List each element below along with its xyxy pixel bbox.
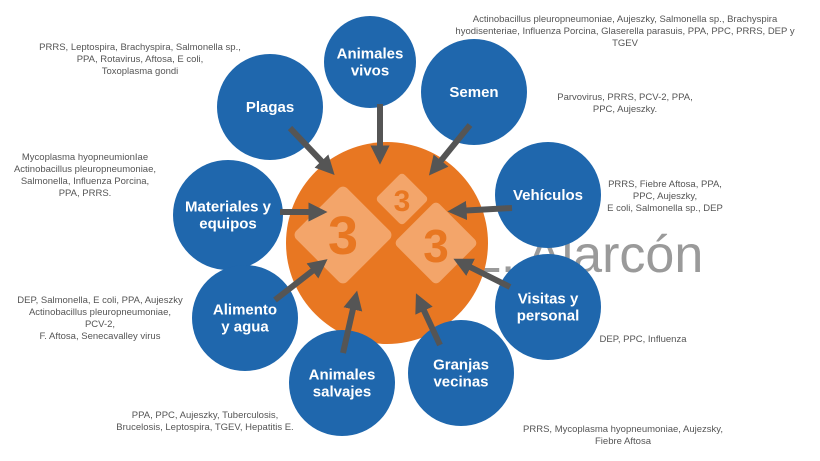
arrow-icon [287, 125, 335, 175]
pathogen-note: DEP, PPC, Influenza [600, 334, 688, 345]
source-label: Visitas y [518, 291, 579, 308]
source-label: y agua [221, 319, 269, 336]
pathogen-note: Brucelosis, Leptospira, TGEV, Hepatitis … [116, 422, 293, 433]
pathogen-note: PRRS, Mycoplasma hyopneumoniae, Aujezsky… [523, 424, 723, 435]
source-label: Animales [309, 367, 376, 384]
pathogen-note: Salmonella, Influenza Porcina, [21, 176, 149, 187]
source-label: Animales [337, 46, 404, 63]
pathogen-note: F. Aftosa, Senecavalley virus [40, 331, 161, 342]
source-circle [408, 320, 514, 426]
source-label: vecinas [433, 374, 488, 391]
pathogen-note: PPA, PPC, Aujeszky, Tuberculosis, [132, 410, 278, 421]
source-circle [421, 39, 527, 145]
arrow-icon [447, 200, 513, 221]
pathogen-note: TGEV [612, 38, 639, 49]
pathogen-note: PRRS, Fiebre Aftosa, PPA, [608, 179, 722, 190]
source-label: Vehículos [513, 187, 583, 204]
pathogen-note: Actinobacillus pleuropneumoniae, [29, 307, 171, 318]
pathogen-note: hyodisenteriae, Influenza Porcina, Glase… [455, 26, 794, 37]
pathogen-note: E coli, Salmonella sp., DEP [607, 203, 723, 214]
source-circle [289, 330, 395, 436]
source-node-semen: Semen Parvovirus, PRRS, PCV-2, PPA,PPC, A… [421, 39, 693, 176]
source-label: Semen [449, 84, 498, 101]
diamond-badge-small-top: 3 [376, 173, 428, 225]
badge-number: 3 [394, 185, 411, 218]
source-label: Alimento [213, 302, 277, 319]
pathogen-note: Mycoplasma hyopneumionIae [22, 152, 148, 163]
source-circle [192, 265, 298, 371]
arrow-icon [428, 123, 473, 176]
pathogen-note: PPA, Rotavirus, Aftosa, E coli, [77, 54, 204, 65]
source-node-vehiculos: Vehículos PRRS, Fiebre Aftosa, PPA,PPC, A… [447, 142, 723, 248]
source-circle [173, 160, 283, 270]
badge-number: 3 [328, 206, 358, 266]
pathogen-note: PPC, Aujeszky, [633, 191, 697, 202]
pathogen-note: PPC, Aujeszky. [593, 104, 657, 115]
arrow-icon [273, 259, 328, 303]
source-label: personal [517, 308, 580, 325]
source-label: salvajes [313, 384, 371, 401]
pathogen-note: Actinobacillus pleuropneumoniae, [14, 164, 156, 175]
pathogen-note: Parvovirus, PRRS, PCV-2, PPA, [557, 92, 693, 103]
pathogen-note: PRRS, Leptospira, Brachyspira, Salmonell… [39, 42, 241, 53]
source-label: vivos [351, 63, 389, 80]
source-circle [495, 254, 601, 360]
pathogen-note: PPA, PRRS. [59, 188, 112, 199]
source-circle [495, 142, 601, 248]
source-label: equipos [199, 216, 257, 233]
source-label: Plagas [246, 99, 294, 116]
source-label: Granjas [433, 357, 489, 374]
arrow-icon [453, 258, 512, 290]
pathogen-note: Toxoplasma gondi [102, 66, 179, 77]
source-node-plagas: Plagas PRRS, Leptospira, Brachyspira, Sal… [39, 42, 335, 175]
source-circle [324, 16, 416, 108]
center-hub: 3 3 3 [286, 142, 488, 344]
pathogen-note: PCV-2, [85, 319, 115, 330]
pathogen-note: Fiebre Aftosa [595, 436, 652, 447]
source-label: Materiales y [185, 199, 272, 216]
pathogen-note: Actinobacillus pleuropneumoniae, Aujeszk… [473, 14, 778, 25]
arrow-icon [340, 290, 363, 354]
pathogen-note: DEP, Salmonella, E coli, PPA, Aujeszky [17, 295, 183, 306]
arrow-icon [415, 293, 443, 347]
badge-number: 3 [423, 220, 449, 272]
